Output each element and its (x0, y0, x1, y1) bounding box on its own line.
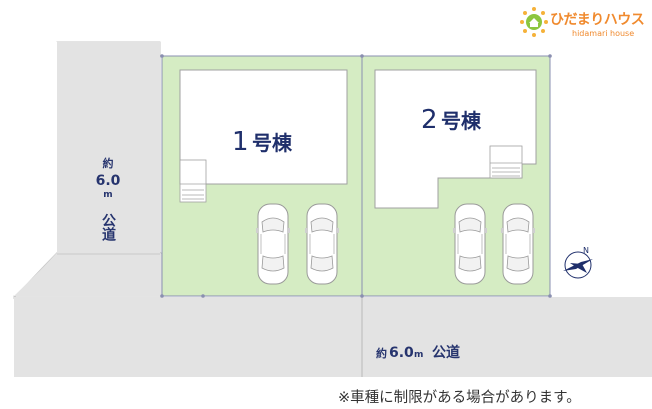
boundary-markers (160, 54, 552, 298)
west-road-width: 6.0 (96, 173, 121, 189)
parking-car-2b (500, 203, 536, 285)
brand-name-jp: ひだまりハウス (550, 12, 645, 28)
west-road-prefix: 約 (103, 156, 114, 170)
south-road-name: 公道 (432, 344, 460, 361)
building-1-steps (179, 159, 207, 203)
svg-text:N: N (583, 246, 589, 255)
brand-name-en: hidamari house (572, 29, 635, 38)
parking-car-1a (255, 203, 291, 285)
north-arrow-compass-icon: N (563, 246, 593, 279)
south-road-prefix: 約 (376, 346, 387, 360)
brand-logo: ひだまりハウス hidamari house (520, 6, 648, 46)
south-road (14, 297, 652, 377)
south-road-width: 6.0 (389, 345, 414, 361)
west-road-corner (14, 42, 57, 296)
building-1 (179, 69, 348, 185)
west-road-fill (14, 42, 203, 296)
lot-1-label-suffix: 号棟 (252, 131, 293, 155)
parking-car-1b (304, 203, 340, 285)
lot-2-label-number: 2 (421, 105, 438, 135)
south-road-unit: m (414, 350, 423, 360)
sun-house-logo-icon (520, 7, 548, 37)
lot-2-label-suffix: 号棟 (441, 109, 482, 133)
building-2-steps (489, 145, 523, 179)
west-road-unit: m (103, 190, 112, 200)
lot-1-label-number: 1 (232, 127, 249, 157)
west-road-name: 公道 (100, 213, 116, 242)
parking-car-2a (452, 203, 488, 285)
vehicle-restriction-note: ※車種に制限がある場合があります。 (338, 390, 581, 406)
